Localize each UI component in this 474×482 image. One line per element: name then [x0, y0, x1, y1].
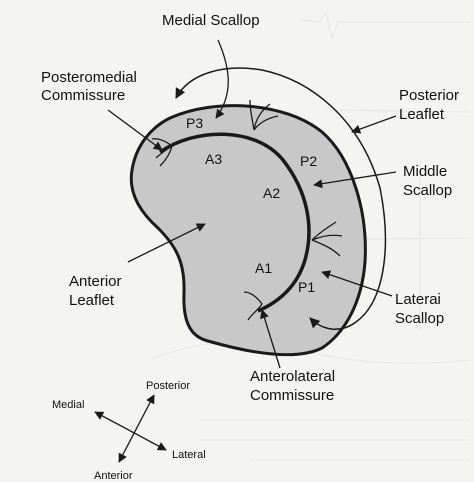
label-middle-scallop-line1: Middle	[403, 163, 447, 180]
segment-a1: A1	[255, 260, 272, 276]
segment-a2: A2	[263, 185, 280, 201]
compass-axis-posterior-anterior	[118, 394, 155, 463]
label-anterolateral-line1: Anterolateral	[250, 368, 335, 385]
label-posterior-leaflet-line2: Leaflet	[399, 106, 445, 123]
segment-p1: P1	[298, 279, 315, 295]
label-anterior-leaflet-line2: Leaflet	[69, 292, 115, 309]
middle-scallop-pointer	[313, 171, 397, 189]
label-anterolateral-line2: Commissure	[250, 387, 334, 404]
compass-anterior: Anterior	[94, 470, 133, 482]
segment-p2: P2	[300, 153, 317, 169]
lateral-scallop-pointer	[321, 270, 393, 297]
compass-medial: Medial	[52, 399, 84, 411]
label-medial-scallop: Medial Scallop	[162, 12, 260, 29]
compass-posterior: Posterior	[146, 380, 190, 392]
posteromedial-pointer	[107, 109, 163, 151]
posterior-leaflet-pointer	[351, 115, 397, 134]
anterior-leaflet-pointer	[127, 223, 206, 263]
anterolateral-pointer	[260, 309, 281, 369]
label-lateral-scallop-line1: Laterai	[395, 291, 441, 308]
callout-lines	[107, 39, 397, 369]
label-posteromedial-line1: Posteromedial	[41, 69, 137, 86]
segment-p3: P3	[186, 115, 203, 131]
label-lateral-scallop-line2: Scallop	[395, 310, 444, 327]
medial-scallop-pointer	[215, 39, 229, 119]
orientation-compass: Posterior Medial Lateral Anterior	[52, 380, 206, 482]
segment-a3: A3	[205, 151, 222, 167]
compass-axis-medial-lateral	[94, 411, 167, 451]
label-middle-scallop-line2: Scallop	[403, 182, 452, 199]
posterior-leaflet-arc	[175, 67, 387, 330]
label-posterior-leaflet-line1: Posterior	[399, 87, 459, 104]
label-posteromedial-line2: Commissure	[41, 87, 125, 104]
label-anterior-leaflet-line1: Anterior	[69, 273, 122, 290]
compass-lateral: Lateral	[172, 449, 206, 461]
